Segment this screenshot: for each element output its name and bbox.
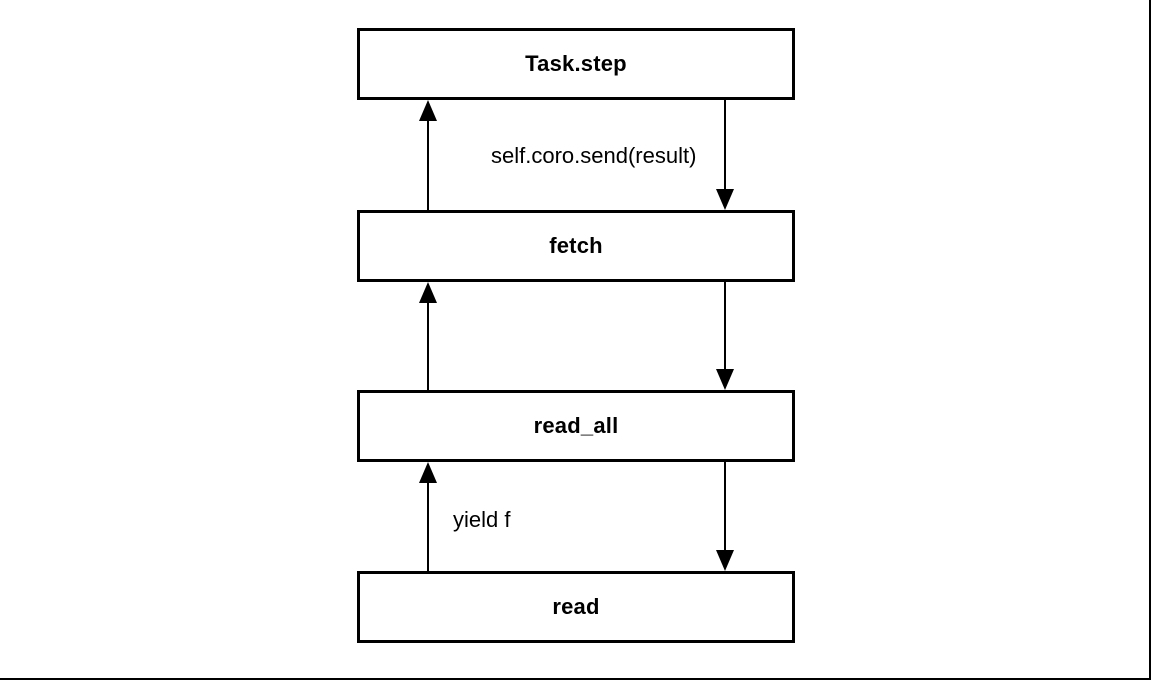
down-arrow-readall-to-read-shaft	[724, 462, 726, 552]
box-fetch: fetch	[357, 210, 795, 282]
box-read: read	[357, 571, 795, 643]
up-arrow-fetch-to-task-shaft	[427, 118, 429, 210]
box-read-label: read	[552, 594, 600, 619]
down-arrow-readall-to-read-head-icon	[716, 550, 734, 571]
box-read-all: read_all	[357, 390, 795, 462]
box-fetch-label: fetch	[549, 233, 603, 258]
up-arrow-fetch-to-task-head-icon	[419, 100, 437, 121]
down-arrow-task-to-fetch-shaft	[724, 100, 726, 192]
box-read-all-label: read_all	[533, 413, 619, 438]
edge-label-coro-send: self.coro.send(result)	[491, 143, 697, 168]
box-task-step: Task.step	[357, 28, 795, 100]
figure-frame-right-edge	[1149, 0, 1151, 680]
up-arrow-readall-to-fetch-shaft	[427, 300, 429, 390]
up-arrow-read-to-readall-head-icon	[419, 462, 437, 483]
down-arrow-fetch-to-readall-head-icon	[716, 369, 734, 390]
edge-label-yield-f: yield f	[453, 507, 511, 532]
down-arrow-task-to-fetch-head-icon	[716, 189, 734, 210]
down-arrow-fetch-to-readall-shaft	[724, 282, 726, 372]
figure-frame-bottom-edge	[0, 678, 1151, 680]
up-arrow-readall-to-fetch-head-icon	[419, 282, 437, 303]
box-task-step-label: Task.step	[525, 51, 627, 76]
up-arrow-read-to-readall-shaft	[427, 480, 429, 571]
